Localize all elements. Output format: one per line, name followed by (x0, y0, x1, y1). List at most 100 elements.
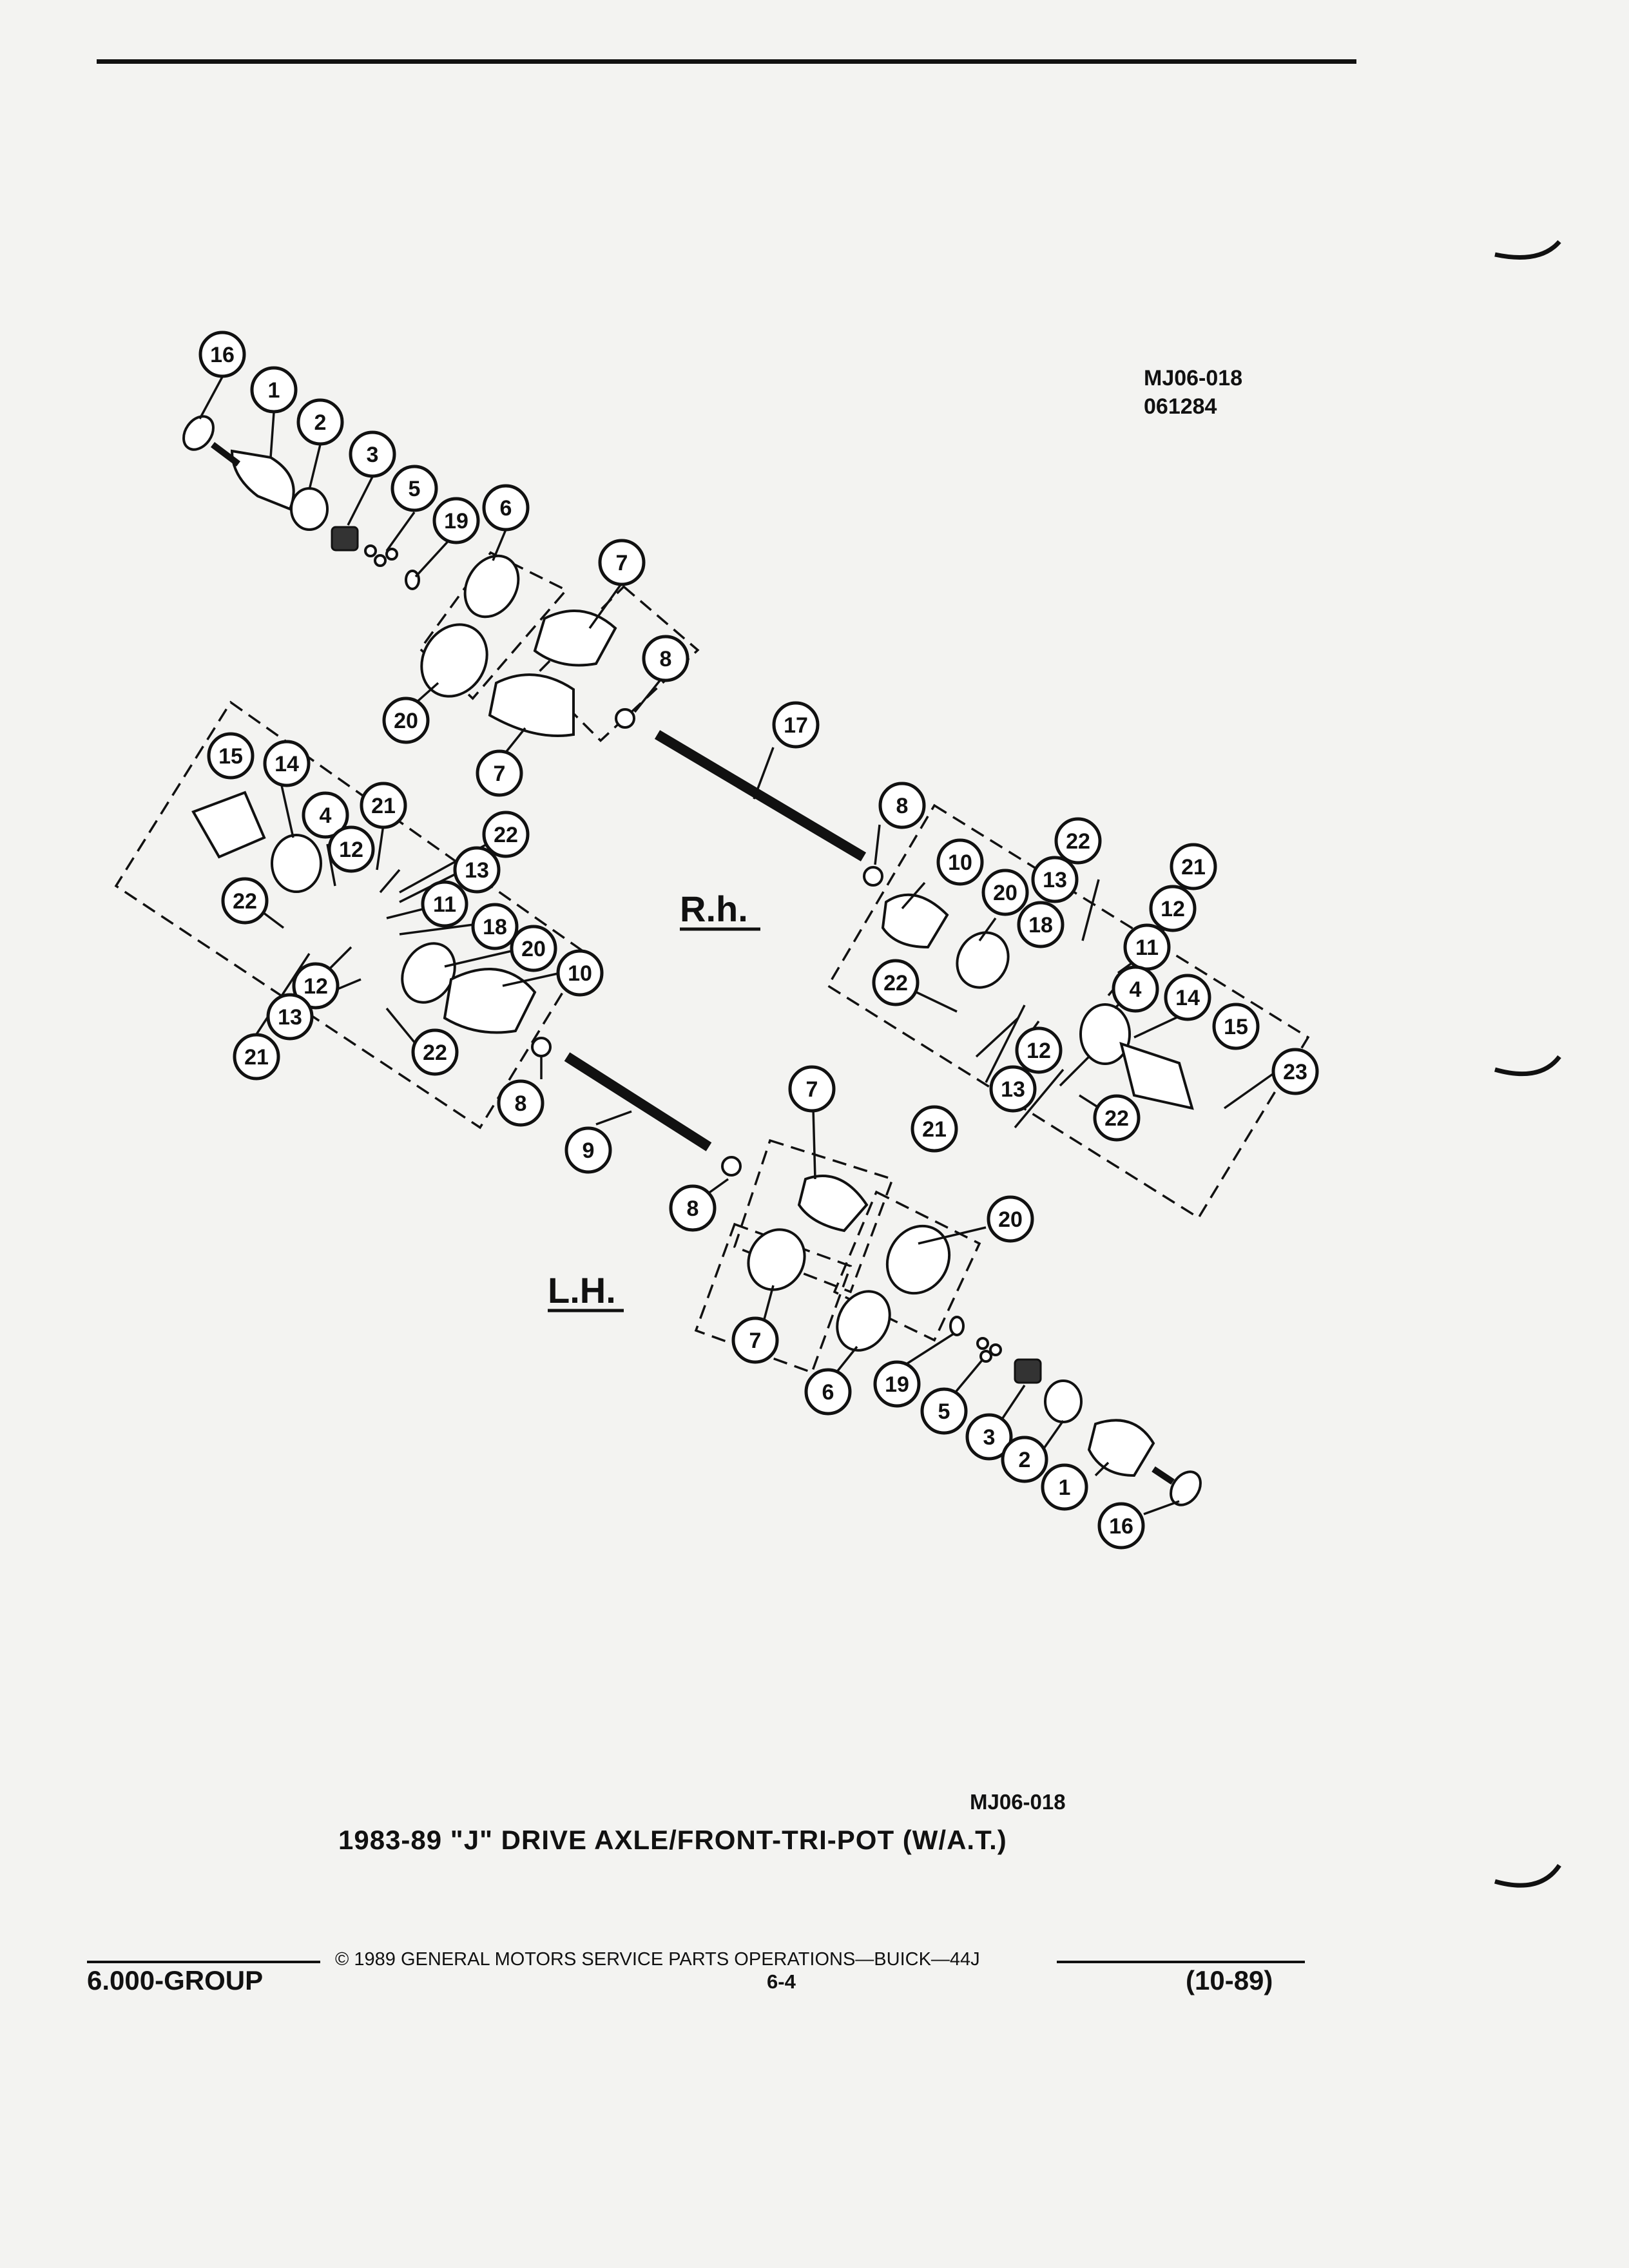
callout-c6: 22 (1054, 817, 1102, 865)
callout-b18: 9 (564, 1126, 612, 1174)
callout-c17: 22 (1093, 1094, 1141, 1142)
svg-text:13: 13 (465, 858, 489, 883)
callout-d5: 19 (873, 1360, 921, 1408)
boot-clamp-part-lh (836, 1290, 891, 1352)
svg-text:17: 17 (784, 713, 808, 738)
svg-text:1: 1 (1059, 1475, 1071, 1500)
svg-text:7: 7 (749, 1329, 762, 1353)
footer-rule-right (1057, 1961, 1305, 1963)
callout-b6: 22 (482, 811, 530, 858)
svg-text:12: 12 (339, 838, 363, 862)
callout-d9: 1 (1041, 1463, 1088, 1511)
svg-text:12: 12 (304, 974, 328, 999)
race-part (331, 526, 359, 552)
group-number: 6.000-GROUP (87, 1965, 264, 1995)
callout-c5: 13 (1031, 856, 1079, 903)
callout-d6: 5 (920, 1387, 968, 1435)
svg-text:14: 14 (1175, 986, 1200, 1010)
svg-text:20: 20 (394, 709, 418, 733)
clamp-part (615, 708, 635, 729)
svg-text:3: 3 (367, 443, 379, 467)
callout-a9: 20 (382, 697, 430, 744)
diagram-reference: MJ06-018 061284 (1144, 364, 1242, 421)
callout-c3: 20 (981, 869, 1029, 916)
svg-text:8: 8 (687, 1196, 699, 1221)
lh-side-label: L.H. (548, 1270, 616, 1311)
svg-text:7: 7 (494, 762, 506, 786)
boot-part-rh (881, 893, 949, 949)
svg-text:8: 8 (896, 794, 909, 818)
callout-b8: 11 (421, 880, 468, 928)
callout-c12: 14 (1164, 974, 1211, 1021)
svg-text:15: 15 (218, 744, 243, 769)
svg-text:22: 22 (1104, 1106, 1129, 1131)
boot-part-lh-inner (747, 1228, 806, 1291)
callout-b10: 20 (510, 925, 557, 972)
svg-text:13: 13 (1043, 868, 1067, 892)
callout-b7: 13 (453, 846, 501, 894)
callout-c1: 8 (878, 782, 926, 829)
callout-a5: 5 (390, 465, 438, 512)
callout-b4: 21 (360, 782, 407, 829)
callout-a1: 16 (198, 331, 246, 378)
callout-d8: 2 (1001, 1436, 1048, 1483)
boot-part-lh-outer (797, 1175, 869, 1233)
callout-b15: 21 (233, 1033, 280, 1081)
callout-b19: 8 (669, 1184, 717, 1232)
figure-reference-code: MJ06-018 (970, 1790, 1066, 1814)
svg-text:7: 7 (806, 1077, 818, 1102)
svg-text:23: 23 (1283, 1060, 1307, 1084)
svg-text:6: 6 (822, 1380, 834, 1405)
margin-mark (1494, 1863, 1561, 1888)
callout-c18: 23 (1271, 1048, 1319, 1095)
callout-d2: 20 (987, 1195, 1034, 1243)
rh-inner-boot-box-upper (418, 551, 568, 700)
svg-text:7: 7 (616, 551, 628, 575)
svg-text:13: 13 (278, 1005, 302, 1030)
spider-part-rh (1079, 1003, 1131, 1065)
callout-b13: 12 (292, 962, 340, 1010)
callout-a6: 19 (432, 497, 480, 544)
callout-d4: 6 (804, 1368, 852, 1416)
callout-c7: 21 (1170, 843, 1217, 890)
svg-text:8: 8 (515, 1091, 527, 1116)
callout-b14: 13 (266, 993, 314, 1041)
callout-c8: 12 (1149, 885, 1197, 932)
callout-b16: 22 (411, 1028, 459, 1076)
svg-text:19: 19 (885, 1372, 909, 1397)
figure-caption: 1983-89 "J" DRIVE AXLE/FRONT-TRI-POT (W/… (338, 1825, 1007, 1855)
svg-text:13: 13 (1001, 1077, 1025, 1102)
svg-text:4: 4 (1130, 977, 1142, 1002)
svg-text:16: 16 (210, 343, 235, 367)
callout-a12: 17 (772, 701, 820, 749)
margin-mark (1494, 240, 1561, 260)
lh-outer-boot-box (733, 1139, 894, 1294)
copyright-notice: © 1989 GENERAL MOTORS SERVICE PARTS OPER… (335, 1949, 980, 1970)
inner-housing-part-lh (191, 791, 266, 859)
outer-joint-housing-part-lh (1087, 1419, 1155, 1477)
callout-c9: 11 (1123, 923, 1171, 971)
svg-text:2: 2 (314, 410, 327, 435)
svg-text:19: 19 (444, 509, 468, 533)
callout-c14: 12 (1015, 1026, 1063, 1074)
svg-text:4: 4 (320, 803, 332, 828)
svg-text:22: 22 (883, 971, 908, 995)
svg-text:22: 22 (1066, 829, 1090, 854)
callout-a7: 6 (482, 484, 530, 532)
callouts: 16 1 2 3 5 19 6 7 20 7 8 17 15 14 4 21 1… (198, 331, 1319, 1550)
callout-c16: 21 (911, 1105, 958, 1153)
reference-date: 061284 (1144, 394, 1217, 419)
seal-band-part (420, 623, 488, 698)
seal-band-part-lh (885, 1224, 951, 1295)
svg-text:20: 20 (521, 937, 546, 961)
callout-c13: 15 (1212, 1003, 1260, 1050)
clamp-part-rh (863, 866, 883, 887)
callout-b11: 10 (556, 949, 604, 997)
svg-text:20: 20 (993, 881, 1017, 905)
lh-seal-box (833, 1190, 981, 1342)
svg-text:12: 12 (1027, 1039, 1051, 1063)
reference-code: MJ06-018 (1144, 366, 1243, 390)
callout-b2: 14 (263, 740, 311, 787)
cage-part (290, 487, 329, 531)
